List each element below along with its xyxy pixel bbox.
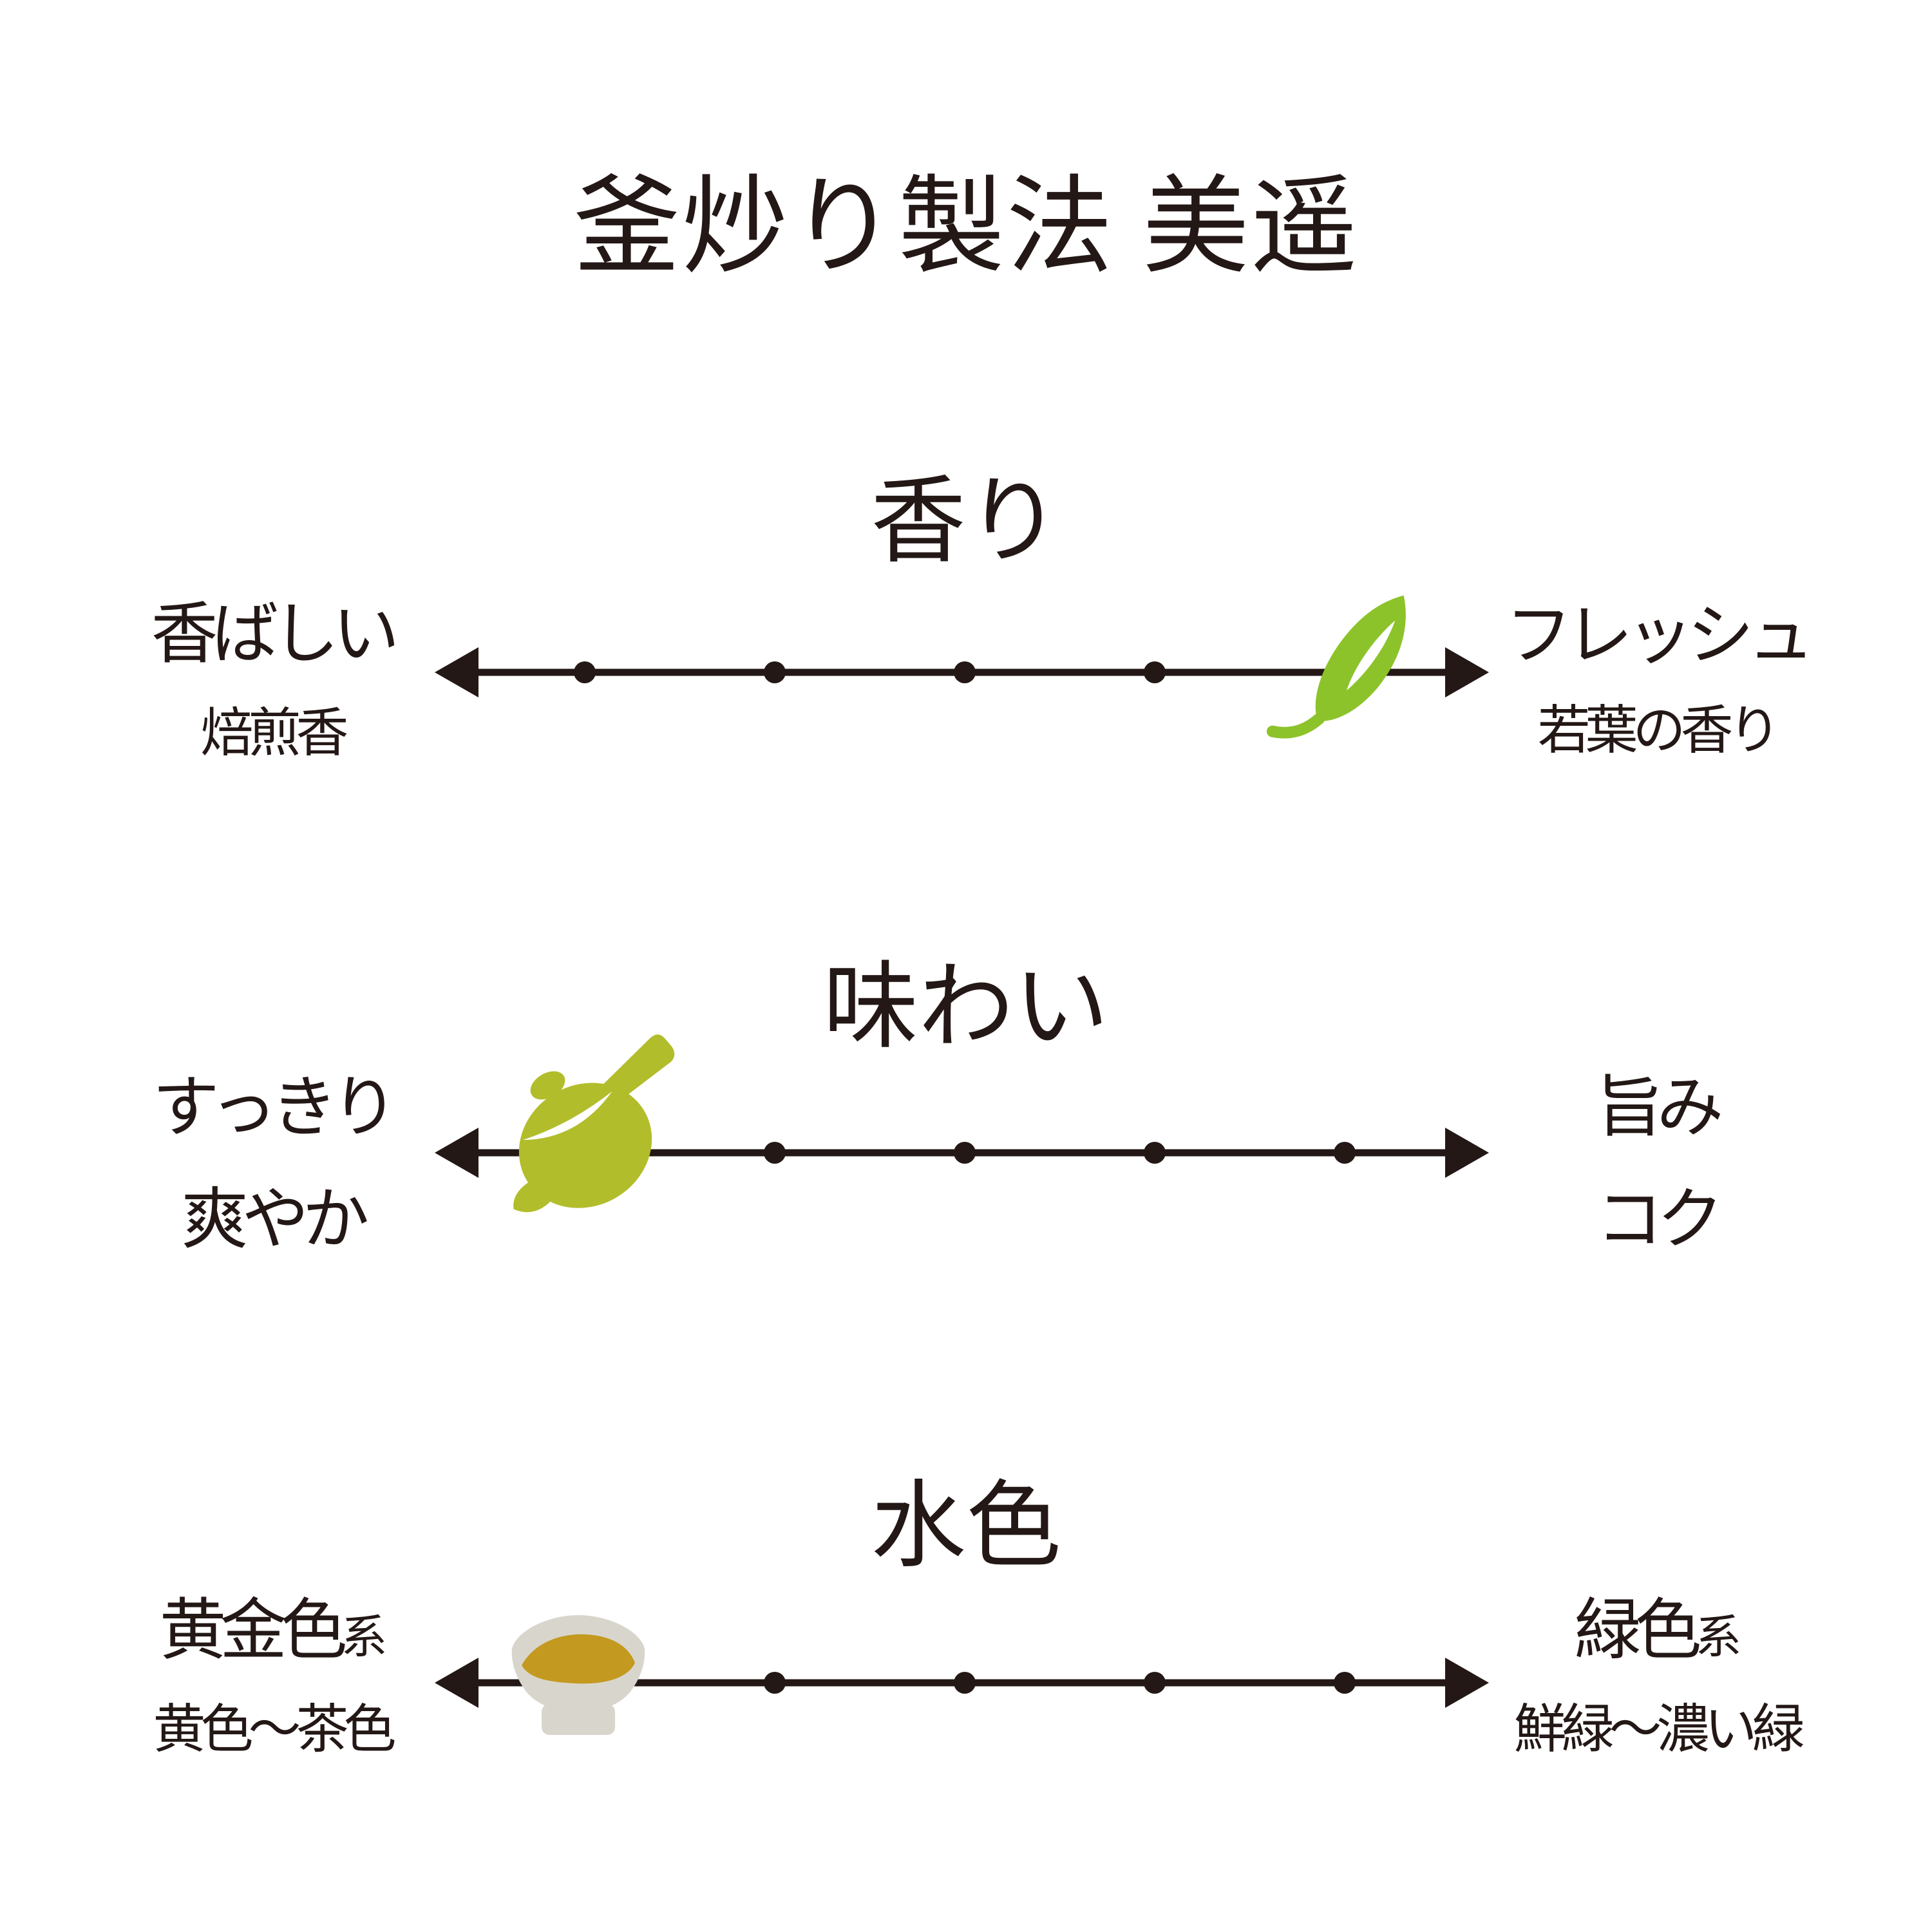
aroma-left-label: 香ばしい (151, 597, 399, 672)
teapot-icon (513, 1034, 675, 1213)
taste-left-sublabel: 爽やか (181, 1182, 369, 1257)
color-right-label: 緑色系 (1574, 1593, 1741, 1668)
arrow-right-icon (1445, 1658, 1489, 1708)
arrow-right-icon (1445, 1128, 1489, 1178)
teacup-icon (511, 1615, 645, 1735)
taste-scale (435, 1034, 1489, 1213)
taste-right-label: 旨み (1596, 1070, 1723, 1145)
arrow-left-icon (435, 1128, 478, 1178)
section-title-liquor-color: 水色 (871, 1474, 1061, 1580)
section-title-aroma: 香り (871, 469, 1061, 575)
arrow-left-icon (435, 647, 478, 697)
liquor-color-scale (435, 1615, 1489, 1735)
tea-leaf-icon (1266, 595, 1406, 739)
arrow-left-icon (435, 1658, 478, 1708)
aroma-scale (435, 595, 1489, 739)
page-title: 釜炒り製法 美遥 (573, 168, 1359, 287)
color-left-sublabel: 黄色〜茶色 (153, 1700, 396, 1759)
taste-right-sublabel: コク (1596, 1182, 1723, 1257)
section-title-taste: 味わい (823, 955, 1109, 1061)
aroma-right-label: フレッシュ (1505, 598, 1814, 673)
aroma-right-sublabel: 若葉の香り (1537, 701, 1781, 760)
arrow-right-icon (1445, 647, 1489, 697)
taste-left-label: すっきり (152, 1070, 399, 1145)
color-right-sublabel: 鮮緑〜濃い緑 (1513, 1700, 1804, 1759)
color-left-label: 黄金色系 (159, 1593, 387, 1668)
aroma-left-sublabel: 焙煎香 (200, 704, 348, 762)
